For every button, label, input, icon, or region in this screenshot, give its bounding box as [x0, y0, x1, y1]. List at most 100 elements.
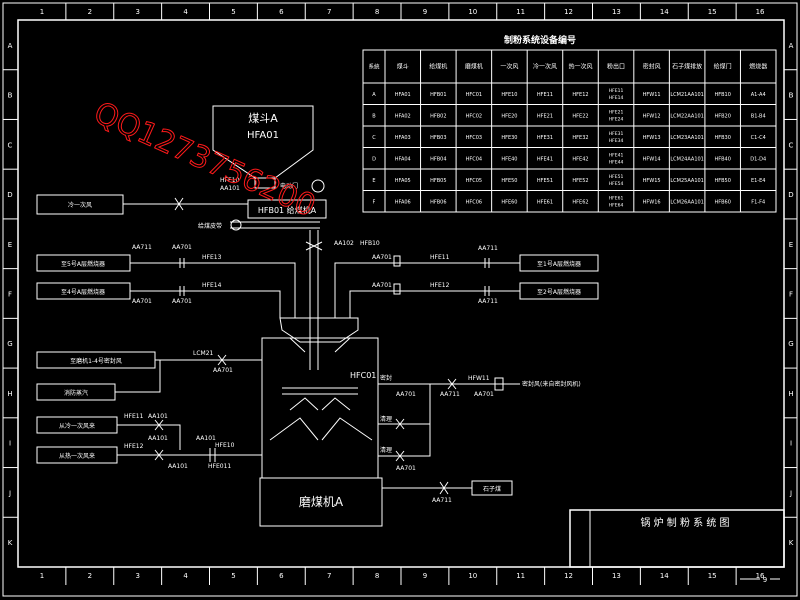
valve-r1-actuator [393, 255, 401, 267]
table-cell: HFE50 [501, 178, 517, 184]
table-cell: HFE30 [501, 135, 517, 141]
border-col-top: 15 [708, 8, 717, 16]
border-col-bottom: 8 [375, 572, 379, 580]
burner-pipe-right-1 [334, 262, 520, 318]
valve-tag-hot-g: AA101 [196, 435, 216, 442]
valve-tag-hot-f: HFE10 [215, 442, 235, 449]
border-col-top: 8 [375, 8, 379, 16]
border-row-left: A [8, 42, 13, 50]
reject-label: 石子煤 [483, 485, 501, 493]
border-row-left: E [8, 241, 12, 249]
table-cell: HFE32 [572, 135, 588, 141]
valve-tag-seal-a: LCM21 [193, 350, 214, 357]
burner-label-2: 至2号A层燃烧器 [537, 288, 581, 296]
table-cell: HFA05 [395, 178, 411, 184]
seal-air-valve [217, 354, 227, 366]
border-row-left: B [8, 92, 13, 100]
feeder-motor [311, 179, 325, 193]
table-header-cell: 给煤机 [429, 63, 447, 71]
table-header-cell: 煤斗 [397, 63, 409, 71]
steam-pipe [115, 360, 161, 393]
coal-drop-valve [305, 241, 323, 251]
seal-air-out-meter [494, 377, 504, 391]
bunker-outlet [254, 178, 276, 189]
table-cell: HFE21 [537, 113, 553, 119]
border-col-top: 6 [279, 8, 284, 16]
border-col-bottom: 14 [660, 572, 669, 580]
purge-valve-1 [395, 418, 405, 430]
table-cell: HFE31 [609, 131, 624, 137]
mill-top-hfb-label: HFB10 [360, 240, 380, 247]
table-cell: HFB06 [430, 199, 446, 205]
table-header-cell: 磨煤机 [465, 63, 483, 71]
hot-air-valve-2 [154, 449, 164, 461]
mill-name: 磨煤机A [299, 495, 344, 509]
table-cell: HFE34 [609, 138, 624, 144]
valve-tag-l1a: AA711 [132, 244, 152, 251]
table-cell: LCM24AA101 [670, 156, 703, 162]
cold-air-valve [174, 197, 184, 211]
valve-tag-hot-h: HFE011 [208, 463, 231, 470]
furnace-label-2: 至4号A层燃烧器 [61, 288, 105, 296]
table-cell: HFE41 [537, 156, 553, 162]
border-row-right: F [789, 291, 793, 299]
belt-drive [230, 219, 242, 231]
grinding-bowl [269, 417, 373, 441]
table-cell: E [372, 178, 375, 184]
table-cell: D [372, 156, 376, 162]
table-cell: D1-D4 [750, 156, 766, 162]
border-col-bottom: 5 [231, 572, 235, 580]
table-header-cell: 系统 [368, 63, 380, 71]
border-row-right: G [788, 340, 793, 348]
table-cell: HFE60 [501, 199, 517, 205]
border-col-bottom: 9 [423, 572, 427, 580]
border-row-right: A [789, 42, 794, 50]
border-col-top: 5 [231, 8, 235, 16]
table-cell: HFA06 [395, 199, 411, 205]
table-cell: HFE22 [572, 113, 588, 119]
valve-tag-rs-f: 清理 [380, 415, 392, 423]
table-header-cell: 燃烧器 [749, 63, 767, 71]
hot-air-valve-1 [154, 419, 164, 431]
purge-valve-2 [395, 450, 405, 462]
border-col-bottom: 3 [135, 572, 139, 580]
border-row-left: D [7, 191, 12, 199]
table-cell: C [372, 135, 376, 141]
valve-tag-rs-h: AA701 [396, 465, 416, 472]
table-cell: HFE20 [501, 113, 517, 119]
table-cell: HFC06 [466, 199, 483, 205]
table-cell: HFE11 [537, 92, 553, 98]
table-header-cell: 冷一次风 [533, 63, 557, 71]
table-cell: HFW12 [643, 113, 661, 119]
table-cell: HFB04 [430, 156, 446, 162]
border-col-top: 12 [564, 8, 573, 16]
border-col-top: 11 [516, 8, 525, 16]
table-cell: HFE31 [537, 135, 553, 141]
valve-tag-rs-g: 清理 [380, 446, 392, 454]
table-cell: HFE61 [537, 199, 553, 205]
steam-label: 消防蒸汽 [64, 389, 88, 397]
table-cell: HFW13 [643, 135, 661, 141]
valve-tag-rs-a: 密封 [380, 374, 392, 382]
border-row-right: J [789, 489, 792, 497]
border-col-bottom: 1 [40, 572, 44, 580]
table-cell: HFE61 [609, 195, 624, 201]
table-cell: HFW15 [643, 178, 661, 184]
table-cell: LCM22AA101 [670, 113, 703, 119]
table-cell: HFA01 [395, 92, 411, 98]
burner-pipe-right-2 [349, 290, 520, 318]
classifier-top [279, 317, 359, 343]
table-cell: HFA03 [395, 135, 411, 141]
table-cell: HFE21 [609, 109, 624, 115]
valve-tag-rs-d: HFW11 [468, 375, 490, 382]
table-cell: HFE54 [609, 181, 624, 187]
table-cell: HFB01 [430, 92, 446, 98]
table-header-cell: 热一次风 [568, 63, 592, 71]
border-row-left: K [8, 539, 13, 547]
table-cell: HFW16 [643, 199, 661, 205]
table-cell: HFA02 [395, 113, 411, 119]
table-border [362, 49, 777, 213]
border-col-top: 9 [423, 8, 427, 16]
